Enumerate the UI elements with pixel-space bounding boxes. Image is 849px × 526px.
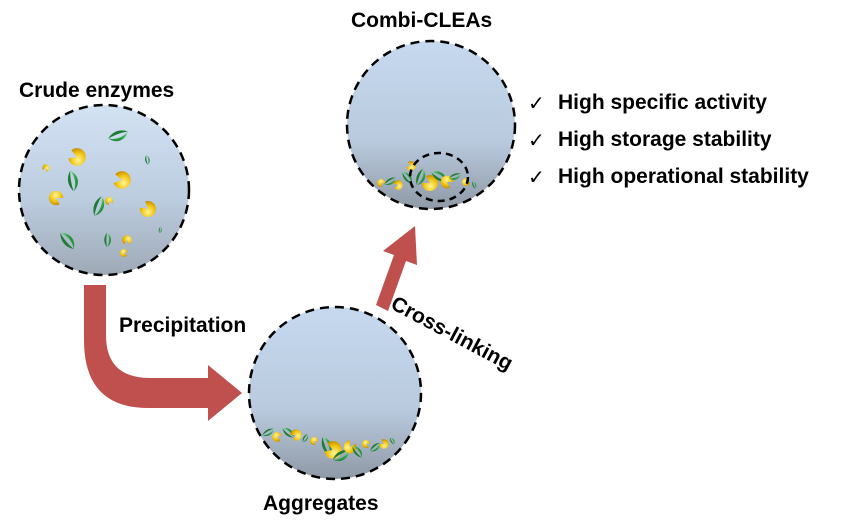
crosslinking-arrow bbox=[376, 226, 417, 311]
aggregates-label: Aggregates bbox=[263, 492, 379, 515]
property-text: High operational stability bbox=[558, 164, 809, 188]
crude-enzymes-vessel bbox=[17, 103, 191, 277]
cluster-highlight bbox=[408, 151, 470, 203]
precipitation-arrow bbox=[84, 285, 242, 421]
check-icon: ✓ bbox=[528, 164, 545, 189]
property-item: ✓ High specific activity bbox=[528, 84, 809, 121]
aggregates-vessel bbox=[247, 305, 423, 481]
combi-cleas-vessel bbox=[345, 39, 517, 211]
property-item: ✓ High operational stability bbox=[528, 158, 809, 195]
check-icon: ✓ bbox=[528, 90, 545, 115]
property-list: ✓ High specific activity ✓ High storage … bbox=[528, 84, 809, 195]
check-icon: ✓ bbox=[528, 127, 545, 152]
property-text: High specific activity bbox=[558, 90, 767, 114]
combi-cleas-label: Combi-CLEAs bbox=[351, 9, 493, 32]
property-item: ✓ High storage stability bbox=[528, 121, 809, 158]
property-text: High storage stability bbox=[558, 127, 772, 151]
precipitation-label: Precipitation bbox=[119, 314, 247, 337]
crude-enzymes-label: Crude enzymes bbox=[19, 79, 175, 102]
